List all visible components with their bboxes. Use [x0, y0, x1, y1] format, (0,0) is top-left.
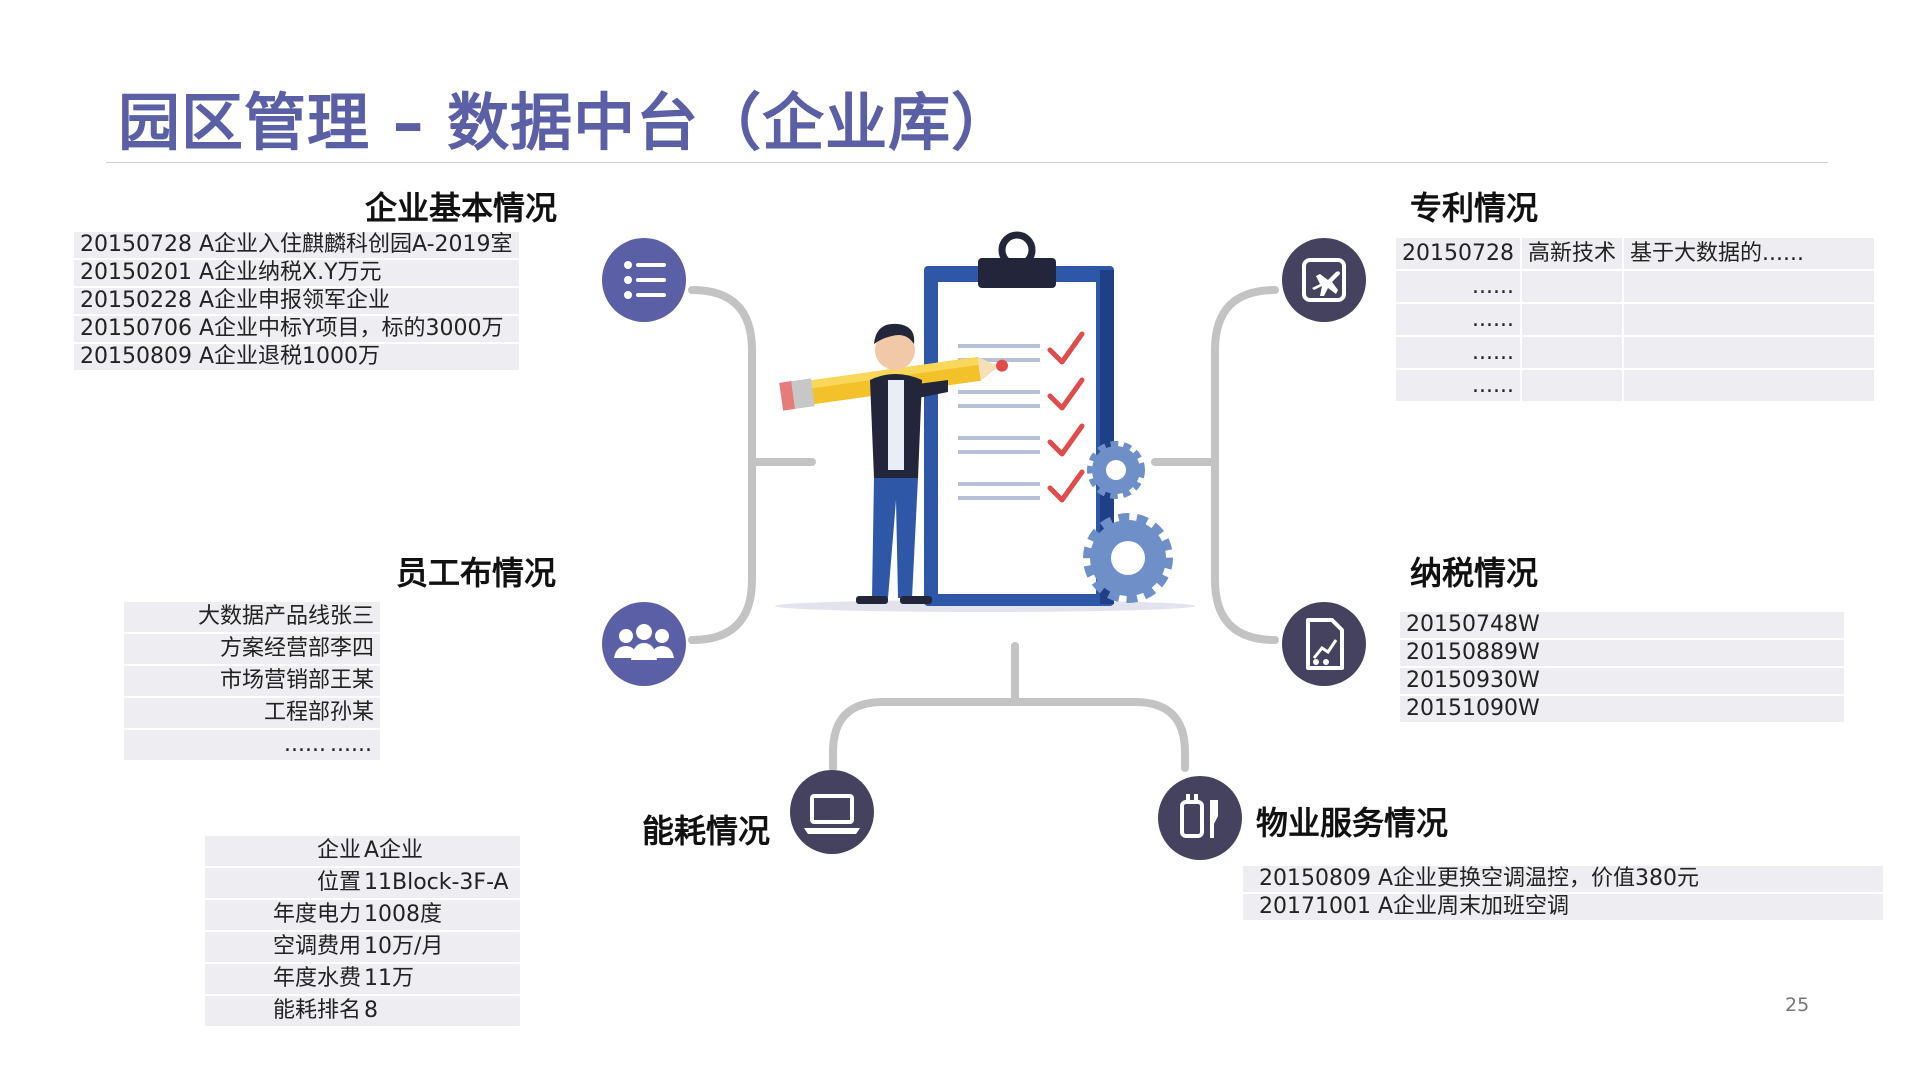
patent-table: 20150728 高新技术 基于大数据的...... ...... ......…: [1396, 236, 1874, 403]
document-chart-icon: [1282, 602, 1366, 686]
staff-table: 大数据产品线张三 方案经营部李四 市场营销部王某 工程部孙某 .........…: [124, 600, 381, 762]
table-row: 大数据产品线张三: [124, 602, 381, 632]
basic-heading: 企业基本情况: [365, 189, 558, 227]
property-table: 20150809 A企业更换空调温控，价值380元 20171001 A企业周末…: [1243, 864, 1883, 922]
page-number: 25: [1785, 994, 1810, 1016]
bottom-arc-line: [829, 698, 1189, 772]
laptop-icon: [790, 770, 874, 854]
page-title: 园区管理 – 数据中台（企业库）: [118, 86, 1015, 159]
table-row: 市场营销部王某: [124, 666, 381, 696]
checklist-icon: [602, 238, 686, 322]
table-row: ......: [1396, 271, 1874, 302]
table-row: 20150809 A企业退税1000万: [74, 344, 519, 370]
table-row: 20150728 A企业入住麒麟科创园A-2019室: [74, 232, 519, 258]
plug-tool-icon: [1158, 776, 1242, 860]
table-row: ......: [1396, 304, 1874, 335]
table-row: 20150809 A企业更换空调温控，价值380元: [1243, 866, 1883, 892]
table-row: 20150201 A企业纳税X.Y万元: [74, 260, 519, 286]
table-row: ......: [1396, 337, 1874, 368]
table-row: ......: [1396, 370, 1874, 401]
title-divider: [106, 162, 1828, 163]
airplane-icon: [1282, 238, 1366, 322]
table-row: 20171001 A企业周末加班空调: [1243, 894, 1883, 920]
table-row: 工程部孙某: [124, 698, 381, 728]
table-row: 20150706 A企业中标Y项目，标的3000万: [74, 316, 519, 342]
patent-heading: 专利情况: [1410, 189, 1539, 227]
gear-small: [1087, 441, 1145, 499]
property-heading: 物业服务情况: [1256, 804, 1449, 842]
table-row: ............: [124, 730, 381, 760]
tax-heading: 纳税情况: [1410, 554, 1539, 592]
basic-info-table: 20150728 A企业入住麒麟科创园A-2019室 20150201 A企业纳…: [74, 230, 519, 372]
energy-heading: 能耗情况: [642, 812, 771, 850]
people-group-icon: [602, 602, 686, 686]
table-row: 20150728 高新技术 基于大数据的......: [1396, 238, 1874, 269]
staff-heading: 员工布情况: [396, 554, 557, 592]
table-row: 20150228 A企业申报领军企业: [74, 288, 519, 314]
gear-large: [1083, 513, 1173, 603]
table-row: 方案经营部李四: [124, 634, 381, 664]
